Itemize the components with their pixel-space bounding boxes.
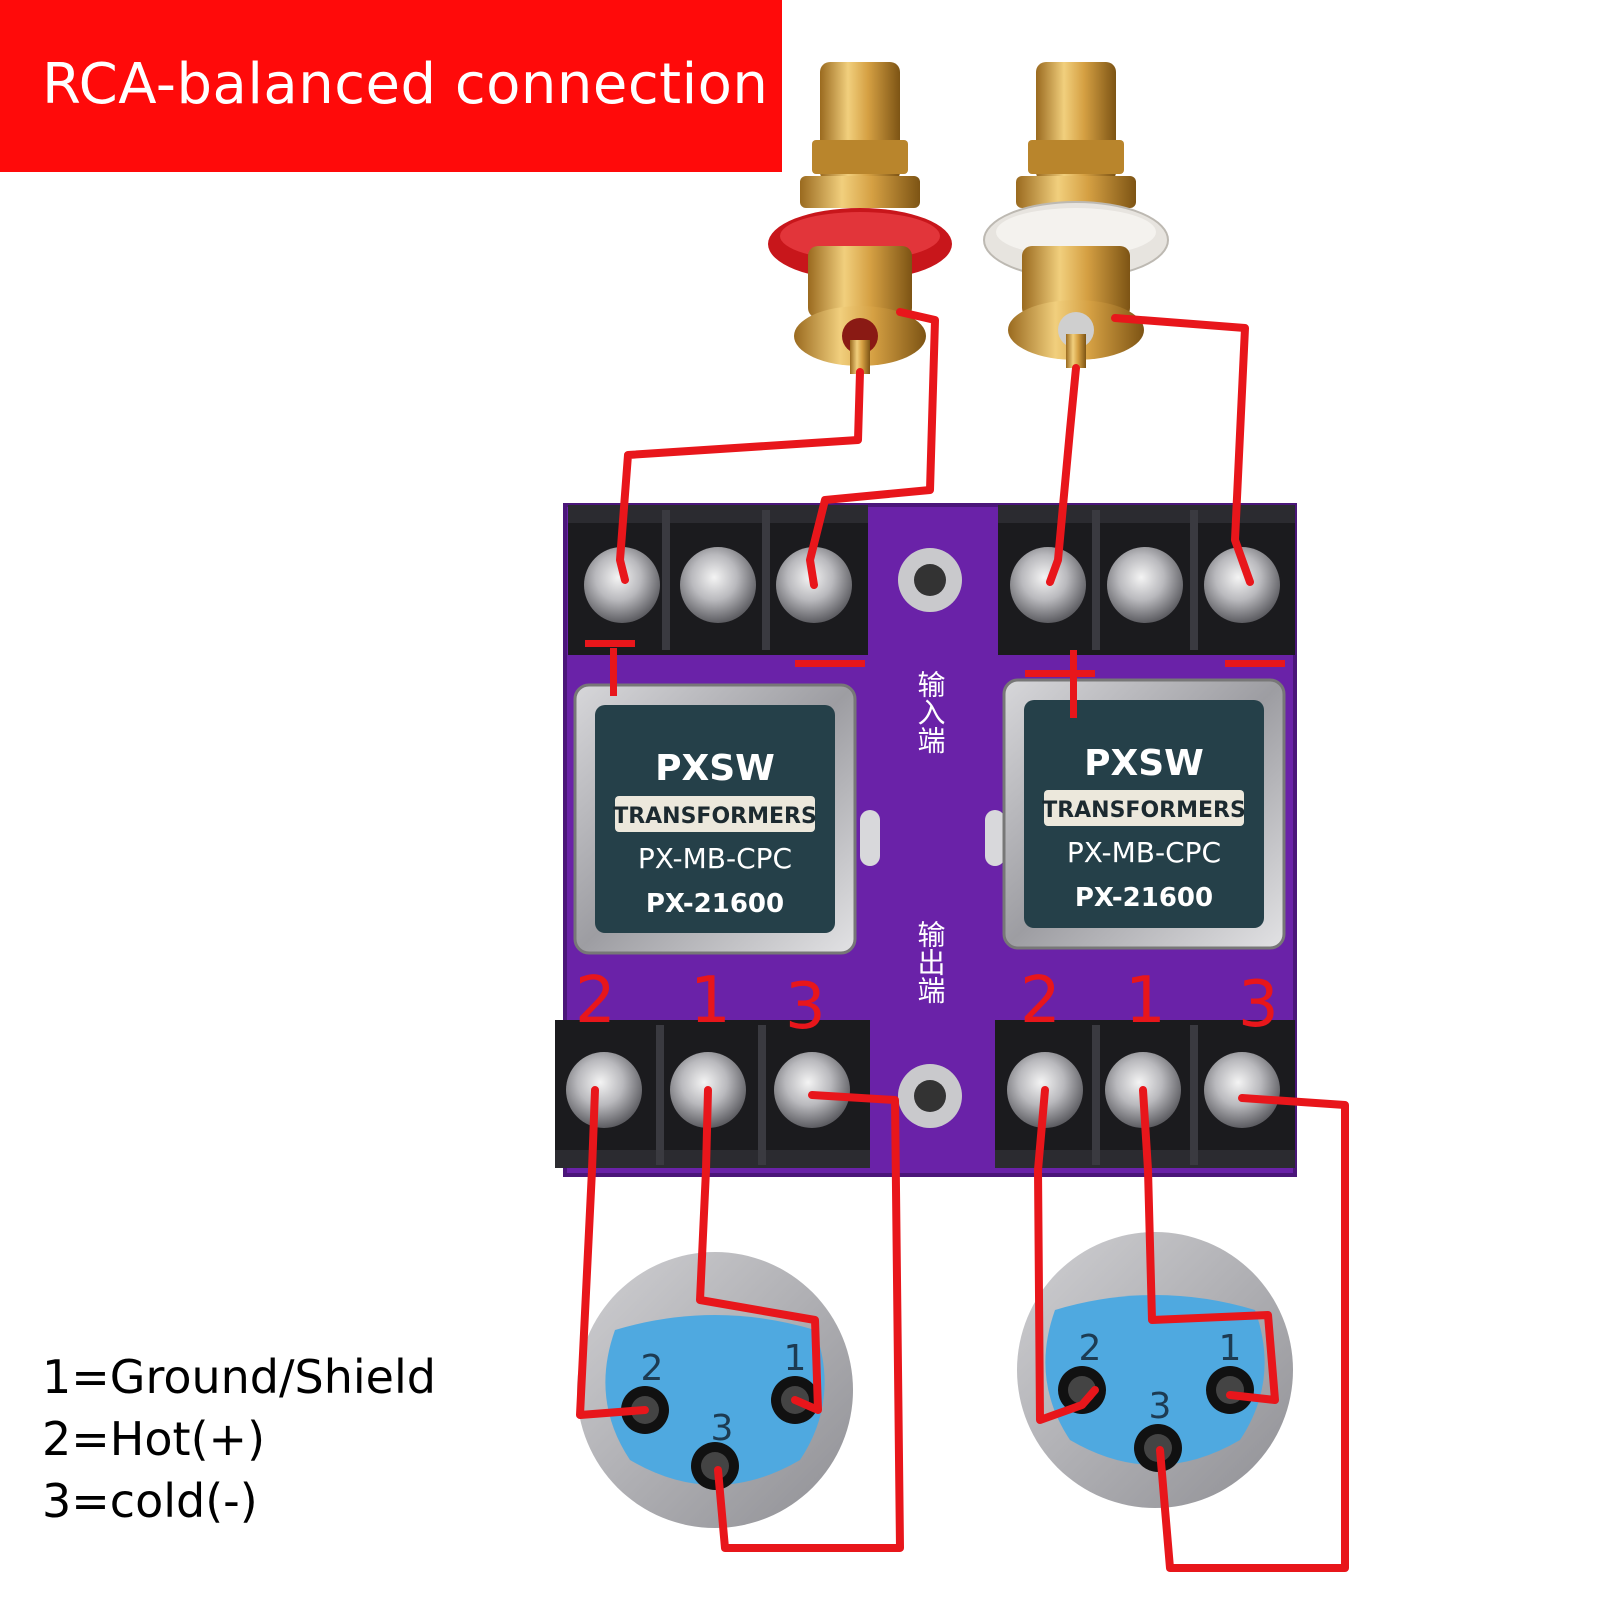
out-left-pin3-mark: 3	[785, 970, 826, 1044]
rca-jack-right	[983, 62, 1169, 368]
wire-left-pin3	[714, 1091, 904, 1552]
transformer-right: PXSW TRANSFORMERS PX-MB-CPC PX-21600	[1002, 678, 1286, 950]
out-right-pin1-mark: 1	[1125, 964, 1166, 1038]
wire-right-pin2	[1034, 1086, 1099, 1424]
terminal-block-top-left	[568, 505, 868, 655]
legend-pin3: 3=cold(-)	[42, 1474, 258, 1528]
wire-left-rca-center	[616, 368, 864, 584]
out-left-pin1-mark: 1	[690, 964, 731, 1038]
output-label: 输出端	[914, 920, 947, 1004]
wire-right-pin1	[1139, 1086, 1279, 1404]
out-left-pin2-mark: 2	[575, 964, 616, 1038]
brand-label-left: PXSW	[655, 748, 775, 789]
xlr-left-pin1-label: 1	[784, 1338, 807, 1379]
type-label-left: TRANSFORMERS	[613, 804, 817, 829]
right-plus-horizontal	[1025, 670, 1095, 677]
part-number-left: PX-21600	[646, 889, 784, 919]
brand-label-right: PXSW	[1084, 743, 1204, 784]
wire-right-pin3	[1156, 1094, 1349, 1572]
wire-right-rca-shield	[1111, 314, 1254, 586]
xlr-right-pin2-label: 2	[1079, 1328, 1102, 1369]
page-title: RCA-balanced connection	[42, 52, 769, 117]
xlr-right-pin3-label: 3	[1149, 1386, 1172, 1427]
model-label-left: PX-MB-CPC	[638, 842, 792, 875]
transformer-left: PXSW TRANSFORMERS PX-MB-CPC PX-21600	[573, 683, 857, 955]
left-plus-vertical	[610, 648, 617, 696]
wire-left-pin1	[696, 1086, 822, 1414]
right-plus-vertical	[1070, 650, 1077, 718]
xlr-connector-right: 2 1 3	[1017, 1232, 1293, 1508]
xlr-right-pin1-label: 1	[1219, 1328, 1242, 1369]
wires	[576, 308, 1349, 1572]
xlr-connector-left: 2 1 3	[577, 1252, 853, 1528]
left-minus-mark	[795, 660, 865, 667]
xlr-left-pin2-label: 2	[641, 1348, 664, 1389]
wire-left-rca-shield	[806, 308, 939, 589]
legend-pin1: 1=Ground/Shield	[42, 1350, 436, 1404]
pin-legend: 1=Ground/Shield 2=Hot(+) 3=cold(-)	[42, 1346, 436, 1532]
type-label-right: TRANSFORMERS	[1042, 798, 1246, 823]
model-label-right: PX-MB-CPC	[1067, 836, 1221, 869]
legend-pin2: 2=Hot(+)	[42, 1412, 266, 1466]
xlr-left-pin3-label: 3	[711, 1408, 734, 1449]
title-banner: RCA-balanced connection	[0, 0, 782, 172]
right-minus-mark	[1225, 660, 1285, 667]
out-right-pin3-mark: 3	[1238, 968, 1279, 1042]
wire-left-pin2	[576, 1086, 649, 1419]
wire-right-rca-center	[1046, 364, 1080, 586]
rca-jack-left	[768, 62, 952, 374]
input-label: 输入端	[914, 670, 947, 754]
part-number-right: PX-21600	[1075, 883, 1213, 913]
out-right-pin2-mark: 2	[1020, 964, 1061, 1038]
left-plus-horizontal	[585, 640, 635, 647]
